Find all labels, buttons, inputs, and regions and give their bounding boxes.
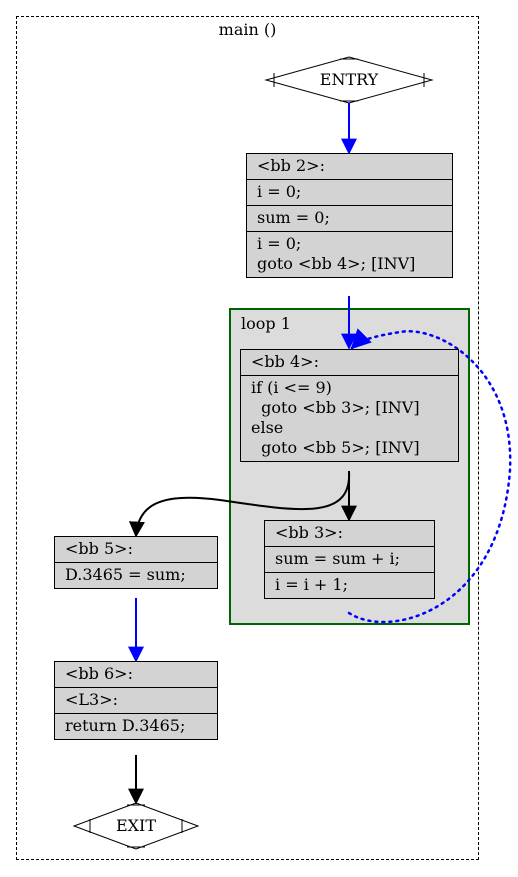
bb3-header: <bb 3>:	[275, 523, 343, 542]
bb4-stmt: if (i <= 9) goto <bb 3>; [INV] else goto…	[241, 375, 458, 461]
bb5-stmt: D.3465 = sum;	[55, 562, 217, 588]
bb4-header: <bb 4>:	[251, 352, 319, 371]
bb3-stmt: i = i + 1;	[265, 572, 434, 598]
entry-label: ENTRY	[319, 70, 379, 89]
function-title: main ()	[218, 20, 277, 39]
block-bb2: <bb 2>: i = 0; sum = 0; i = 0; goto <bb …	[246, 153, 453, 278]
function-cluster: main ()	[16, 16, 479, 860]
bb6-stmt: <L3>:	[55, 687, 217, 713]
bb2-header: <bb 2>:	[257, 156, 325, 175]
block-bb3: <bb 3>: sum = sum + i; i = i + 1;	[264, 520, 435, 599]
bb2-stmt: i = 0; goto <bb 4>; [INV]	[247, 231, 452, 277]
bb6-stmt: return D.3465;	[55, 713, 217, 739]
block-bb4: <bb 4>: if (i <= 9) goto <bb 3>; [INV] e…	[240, 349, 459, 462]
edge-bb3-bb4-backedge	[347, 328, 512, 624]
bb6-header: <bb 6>:	[65, 664, 133, 683]
bb5-header: <bb 5>:	[65, 539, 133, 558]
exit-label: EXIT	[115, 816, 157, 835]
loop-title: loop 1	[241, 314, 291, 333]
block-bb5: <bb 5>: D.3465 = sum;	[54, 536, 218, 589]
block-bb6: <bb 6>: <L3>: return D.3465;	[54, 661, 218, 740]
edge-bb4-bb5	[128, 470, 351, 538]
bb3-stmt: sum = sum + i;	[265, 546, 434, 572]
exit-node-shape	[72, 802, 200, 850]
bb2-stmt: i = 0;	[247, 179, 452, 205]
bb2-stmt: sum = 0;	[247, 205, 452, 231]
